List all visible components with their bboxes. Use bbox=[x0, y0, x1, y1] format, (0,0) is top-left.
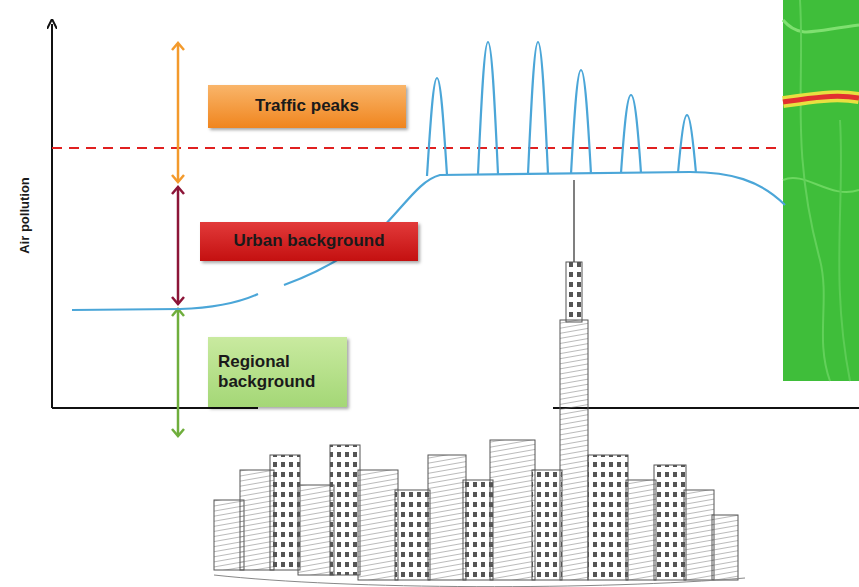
category-box: Urban background bbox=[200, 222, 418, 261]
range-arrow bbox=[177, 310, 180, 435]
city-skyline bbox=[214, 180, 745, 587]
x-axis bbox=[52, 407, 258, 409]
box-label: Traffic peaks bbox=[255, 96, 359, 116]
y-axis bbox=[51, 24, 53, 408]
axis-label: Air pollution bbox=[17, 177, 32, 254]
category-box: Regional background bbox=[208, 337, 347, 407]
box-label: Regional background bbox=[218, 352, 337, 393]
range-arrow bbox=[177, 188, 180, 303]
x-axis bbox=[553, 407, 859, 409]
range-arrow bbox=[177, 44, 180, 181]
limit-line bbox=[52, 147, 783, 149]
map-inset bbox=[783, 0, 859, 381]
category-box: Traffic peaks bbox=[208, 85, 406, 128]
pollution-curve bbox=[72, 42, 785, 310]
box-label: Urban background bbox=[233, 231, 384, 251]
